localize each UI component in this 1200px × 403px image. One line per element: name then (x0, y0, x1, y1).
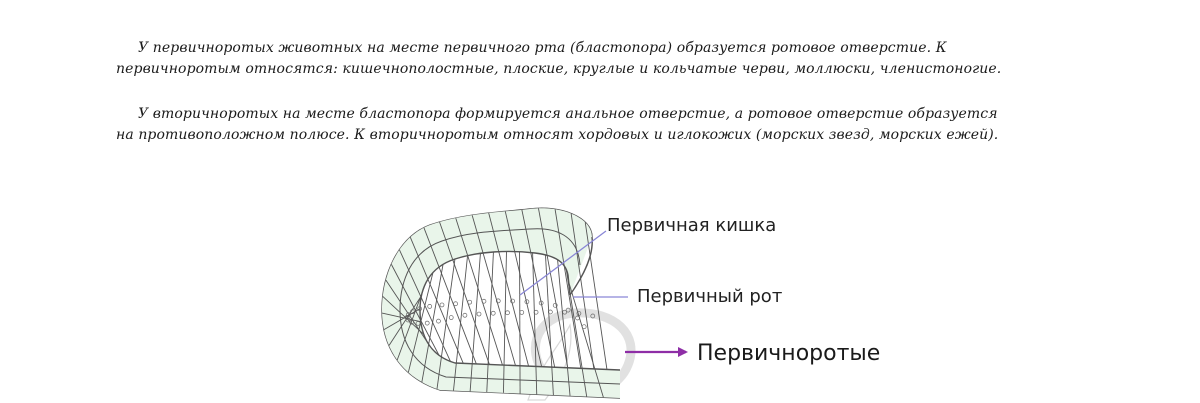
cell-wall (388, 295, 422, 346)
cell-nucleus (524, 299, 530, 305)
cell-wall (385, 279, 431, 347)
cell-nucleus (453, 301, 458, 307)
label-protostomes: Первичноротые (697, 341, 881, 366)
cell-wall (502, 251, 507, 393)
cell-nucleus (439, 302, 445, 308)
cell-wall (532, 252, 538, 395)
cell-wall (436, 258, 456, 390)
cell-nucleus (410, 309, 415, 315)
cell-wall (469, 253, 481, 392)
cell-nucleus (448, 315, 454, 320)
cell-nucleus (552, 302, 558, 308)
label-primary-mouth: Первичный рот (637, 286, 783, 307)
cell-wall (382, 296, 425, 335)
cell-wall (381, 312, 421, 323)
cell-wall (568, 281, 604, 398)
cell-wall (554, 209, 582, 369)
paragraph-line: У первичноротых животных на месте первич… (138, 40, 947, 56)
cell-band-fill (382, 208, 620, 398)
cell-nucleus (481, 298, 487, 304)
cell-nucleus (519, 310, 525, 315)
paragraph-line: на противоположном полюсе. К вторичнорот… (116, 127, 999, 143)
cell-wall (584, 222, 608, 370)
cell-wall (538, 208, 569, 368)
cell-nucleus (490, 310, 496, 316)
cell-nucleus (505, 310, 510, 316)
cell-nucleus (427, 304, 433, 309)
cell-nucleus (417, 306, 422, 312)
cell-nucleus (424, 320, 430, 326)
cut-off-text-fragment (738, 0, 848, 5)
cell-nucleus (476, 311, 482, 317)
cell-wall (557, 259, 571, 396)
paragraph-line: первичноротым относятся: кишечнополостны… (116, 61, 1002, 77)
gastrula-diagram: Первичная кишка Первичный рот Первичноро… (370, 195, 930, 403)
paragraph-line: У вторичноротых на месте бластопора форм… (138, 106, 998, 122)
gastrula-illustration (381, 207, 688, 401)
paragraph-deuterostomes: У вторичноротых на месте бластопора форм… (116, 104, 1096, 146)
cell-wall (471, 215, 516, 366)
cell-nucleus (406, 312, 411, 317)
paragraph-protostomes: У первичноротых животных на месте первич… (116, 38, 1096, 80)
label-primary-gut: Первичная кишка (607, 215, 777, 236)
cell-wall (407, 272, 434, 373)
cell-wall (486, 251, 494, 393)
cell-wall (439, 221, 490, 365)
cell-wall (396, 283, 427, 361)
inner-cell-layer-boundary (419, 250, 621, 371)
cell-row-divider (399, 228, 621, 385)
cell-nucleus (538, 300, 544, 306)
cell-wall (545, 254, 554, 396)
cell-nucleus (436, 318, 441, 324)
cell-wall (421, 264, 444, 383)
cell-wall (519, 251, 521, 394)
cell-nucleus (565, 307, 571, 313)
cell-wall (455, 217, 503, 366)
cell-nucleus (581, 324, 587, 330)
cell-wall (488, 212, 530, 367)
cell-nucleus (462, 312, 468, 318)
cell-dividers (381, 208, 608, 398)
cell-wall (390, 264, 440, 356)
cell-nucleus (590, 313, 596, 319)
cell-wall (570, 213, 595, 369)
cell-wall (453, 255, 469, 391)
cell-nucleus (495, 298, 501, 304)
cell-wall (521, 209, 556, 368)
cell-nucleus (510, 298, 515, 304)
cell-nucleus (467, 299, 473, 305)
gut-pointer-line (519, 230, 607, 296)
cell-wall (383, 308, 421, 331)
cell-wall (565, 269, 588, 397)
